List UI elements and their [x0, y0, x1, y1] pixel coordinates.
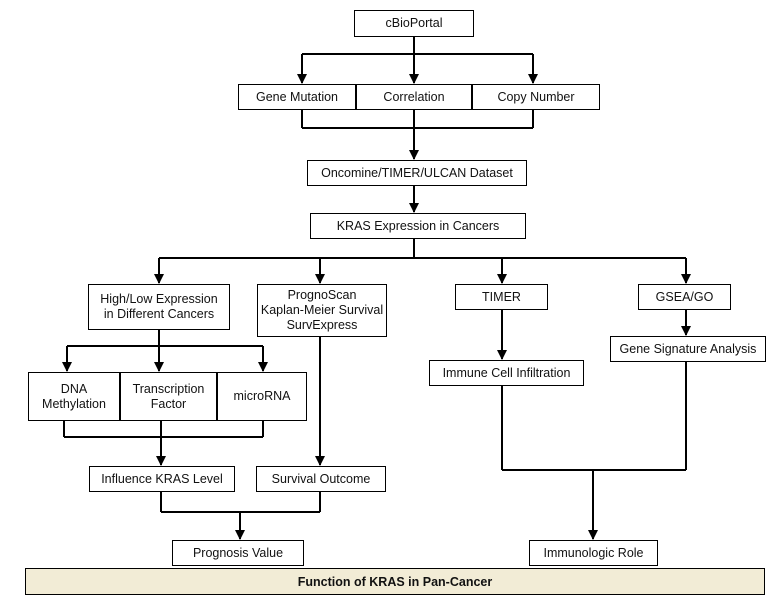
node-dna-methylation-line-1: DNA [60, 381, 88, 396]
node-oncomine: Oncomine/TIMER/ULCAN Dataset [307, 160, 527, 186]
node-kras-expression-label: KRAS Expression in Cancers [336, 218, 500, 233]
node-gene-signature: Gene Signature Analysis [610, 336, 766, 362]
node-correlation: Correlation [356, 84, 472, 110]
node-copy-number-label: Copy Number [497, 89, 575, 104]
node-timer: TIMER [455, 284, 548, 310]
node-immunologic-role: Immunologic Role [529, 540, 658, 566]
node-copy-number: Copy Number [472, 84, 600, 110]
node-microrna: microRNA [217, 372, 307, 421]
node-cbioportal: cBioPortal [354, 10, 474, 37]
node-prognoscan-line-2: Kaplan-Meier Survival [260, 303, 384, 317]
node-immune-cell: Immune Cell Infiltration [429, 360, 584, 386]
node-dna-methylation-line-2: Methylation [42, 396, 106, 411]
node-transcription-factor: Transcription Factor [120, 372, 217, 421]
node-oncomine-label: Oncomine/TIMER/ULCAN Dataset [321, 165, 513, 180]
node-dna-methylation: DNA Methylation [28, 372, 120, 421]
node-influence-kras: Influence KRAS Level [89, 466, 235, 492]
node-transcription-factor-line-2: Factor [150, 396, 187, 411]
node-survival-outcome: Survival Outcome [256, 466, 386, 492]
node-cbioportal-label: cBioPortal [385, 16, 443, 30]
node-gsea-go-label: GSEA/GO [655, 289, 714, 304]
footer-banner: Function of KRAS in Pan-Cancer [25, 568, 765, 595]
node-high-low-expression: High/Low Expression in Different Cancers [88, 284, 230, 330]
node-immune-cell-label: Immune Cell Infiltration [442, 365, 571, 380]
node-timer-label: TIMER [482, 289, 521, 304]
node-gene-mutation: Gene Mutation [238, 84, 356, 110]
node-survival-outcome-label: Survival Outcome [271, 471, 371, 486]
node-transcription-factor-line-1: Transcription [132, 381, 205, 396]
node-correlation-label: Correlation [383, 89, 445, 104]
footer-banner-label: Function of KRAS in Pan-Cancer [297, 574, 493, 589]
node-gene-signature-label: Gene Signature Analysis [619, 341, 757, 356]
node-influence-kras-label: Influence KRAS Level [101, 471, 223, 486]
node-high-low-line-2: in Different Cancers [103, 307, 215, 321]
node-prognosis-value: Prognosis Value [172, 540, 304, 566]
node-prognoscan-line-1: PrognoScan [287, 288, 357, 302]
node-kras-expression: KRAS Expression in Cancers [310, 213, 526, 239]
node-gene-mutation-label: Gene Mutation [256, 89, 338, 104]
node-prognosis-value-label: Prognosis Value [192, 545, 284, 560]
node-high-low-line-1: High/Low Expression [100, 292, 218, 306]
node-gsea-go: GSEA/GO [638, 284, 731, 310]
node-immunologic-role-label: Immunologic Role [543, 545, 644, 560]
node-microrna-label: microRNA [233, 389, 291, 403]
node-prognoscan-line-3: SurvExpress [286, 318, 358, 332]
node-prognoscan: PrognoScan Kaplan-Meier Survival SurvExp… [257, 284, 387, 337]
